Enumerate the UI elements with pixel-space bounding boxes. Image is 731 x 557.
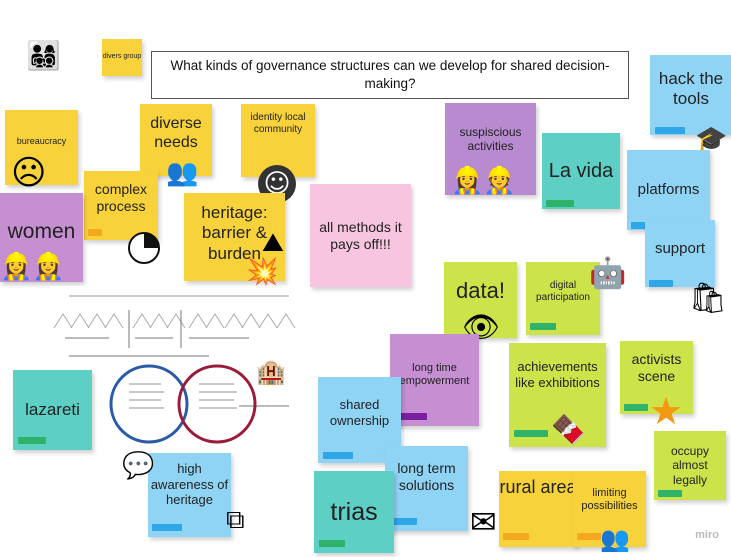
note-bar — [395, 413, 427, 420]
note-bar — [624, 404, 648, 411]
group-icon: 👥 — [600, 525, 630, 553]
note-high-awareness[interactable]: high awareness of heritage — [148, 453, 231, 537]
note-data[interactable]: data! — [444, 262, 517, 338]
star-icon: ★ — [649, 389, 684, 433]
construction-worker-icon: 👷‍♀️👷 — [451, 166, 516, 196]
diagram-graphic — [53, 295, 296, 444]
note-bar — [577, 533, 601, 540]
house-icon: 🏨 — [256, 358, 286, 386]
note-bar — [18, 437, 46, 444]
note-bar — [655, 127, 685, 134]
note-platforms[interactable]: platforms — [627, 150, 710, 230]
note-bar — [88, 229, 102, 236]
note-long-time-empowerment[interactable]: long time empowerment — [390, 334, 479, 426]
question-frame[interactable]: What kinds of governance structures can … — [151, 51, 629, 99]
note-bar — [503, 533, 529, 540]
note-long-term-solutions[interactable]: long term solutions — [385, 446, 468, 531]
note-bar — [323, 452, 353, 459]
note-heritage[interactable]: heritage: barrier & burden — [184, 193, 285, 281]
note-activists-scene[interactable]: activists scene — [620, 341, 693, 414]
smile-icon: ☺ — [258, 165, 296, 203]
note-digital-participation[interactable]: digital participation — [526, 262, 600, 335]
note-bar — [530, 323, 556, 330]
envelope-icon: ✉ — [470, 503, 497, 541]
note-bar — [658, 490, 682, 497]
family-icon: 👨‍👩‍👧‍👦 — [26, 39, 61, 72]
graduation-cap-icon: 🎓 — [695, 125, 728, 155]
question-text: What kinds of governance structures can … — [170, 58, 610, 91]
lazaretti-diagram-image — [49, 286, 307, 446]
note-complex-process[interactable]: complex process — [84, 171, 158, 240]
pie-chart-icon — [128, 232, 160, 264]
frown-icon: ☹ — [11, 153, 47, 193]
note-support[interactable]: support — [645, 220, 715, 287]
note-bar — [631, 222, 647, 229]
collision-icon: 💥 — [246, 257, 279, 287]
note-hack-the-tools[interactable]: hack the tools — [650, 55, 731, 135]
note-suspicious-activities[interactable]: suspiscious activities — [445, 103, 536, 195]
note-la-vida[interactable]: La vida — [542, 133, 620, 209]
note-bar — [389, 518, 417, 525]
note-bar — [546, 200, 574, 207]
note-trias[interactable]: trias — [314, 471, 394, 553]
miro-watermark: miro — [695, 529, 719, 541]
chat-icon: 💬 — [122, 451, 155, 481]
note-all-methods[interactable]: all methods it pays off!!! — [310, 184, 411, 287]
note-occupy[interactable]: occupy almost legally — [654, 431, 726, 500]
note-bureaucracy[interactable]: bureaucracy — [5, 110, 78, 185]
note-bar — [152, 524, 182, 531]
android-icon: 🤖 — [589, 256, 627, 291]
note-bar — [319, 540, 345, 547]
people-icon: 👥 — [166, 158, 199, 188]
note-women[interactable]: women — [0, 193, 83, 282]
copy-icon: ⧉ — [226, 505, 245, 535]
note-divers-group[interactable]: divers group — [102, 39, 142, 76]
mountain-icon: ⛰ — [262, 228, 284, 258]
note-identity-local-community[interactable]: identity local community — [241, 104, 315, 177]
note-achievements[interactable]: achievements like exhibitions — [509, 343, 606, 447]
shopping-bag-add-icon: 🛍 — [689, 281, 728, 316]
note-lazareti[interactable]: lazareti — [13, 370, 92, 450]
note-diverse-needs[interactable]: diverse needs — [140, 104, 212, 176]
chocolate-icon: 🍫 — [551, 413, 586, 446]
construction-worker-icon: 👷‍♀️👷‍♀️ — [0, 252, 65, 282]
note-bar — [649, 280, 673, 287]
note-bar — [514, 430, 548, 437]
